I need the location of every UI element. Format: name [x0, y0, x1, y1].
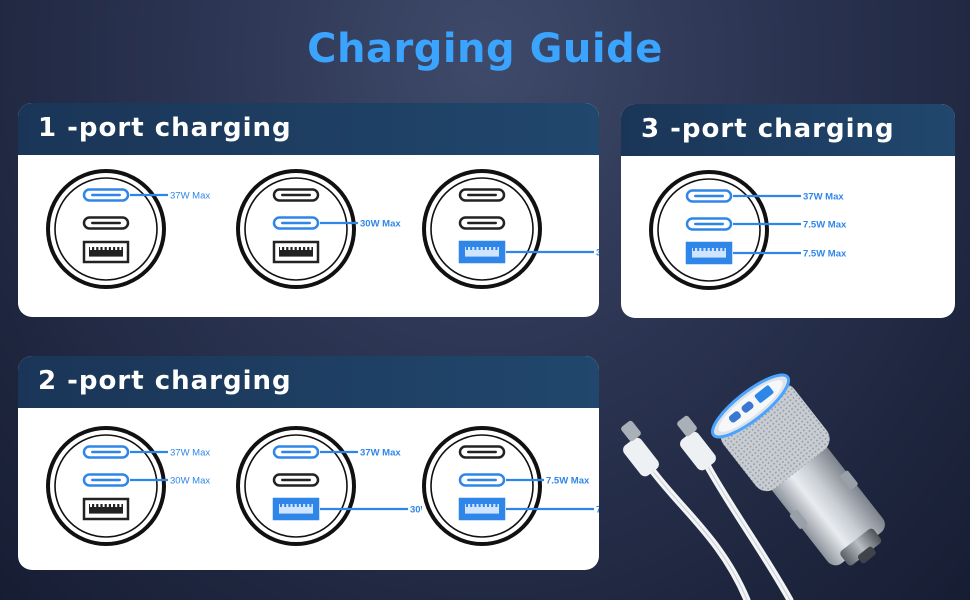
usb-c-port-1-icon	[272, 445, 320, 459]
usb-c-port-1-icon	[272, 188, 320, 202]
power-rating-label: 37W Max	[170, 191, 210, 202]
power-rating-label: 7.5W Max	[546, 476, 590, 487]
usb-a-port-icon	[685, 241, 733, 265]
power-rating-label: 7.5W Max	[803, 220, 847, 231]
usb-a-port-icon	[272, 497, 320, 521]
usb-c-port-2-icon	[272, 216, 320, 230]
power-rating-label: 7.5W Max	[803, 249, 847, 260]
power-rating-label: 30W Max	[170, 476, 210, 487]
power-rating-label: 7.5W Max	[596, 505, 599, 516]
usb-c-port-1-icon	[685, 189, 733, 203]
usb-c-cable-right	[703, 461, 794, 600]
usb-c-port-1-icon	[82, 188, 130, 202]
port-diagram-1port-a: 37W Max	[46, 169, 210, 289]
port-diagram-2port-b: 37W Max 30W Max	[236, 426, 422, 546]
usb-c-port-2-icon	[82, 473, 130, 487]
power-rating-label: 37W Max	[360, 448, 401, 459]
usb-c-plug-right	[677, 415, 716, 471]
panel-2-port-heading: 2 -port charging	[18, 356, 599, 408]
usb-a-port-icon	[458, 240, 506, 264]
usb-c-port-2-icon	[82, 216, 130, 230]
usb-c-port-2-icon	[685, 217, 733, 231]
car-charger-body	[711, 373, 885, 566]
usb-c-port-1-icon	[82, 445, 130, 459]
usb-c-port-2-icon	[272, 473, 320, 487]
power-rating-label: 30W Max	[596, 248, 599, 259]
port-diagram-2port-a: 37W Max 30W Max	[46, 426, 210, 546]
panel-1-port-heading: 1 -port charging	[18, 103, 599, 155]
power-rating-label: 30W Max	[360, 219, 401, 230]
power-rating-label: 30W Max	[410, 505, 422, 516]
usb-a-port-icon	[82, 240, 130, 264]
usb-a-port-icon	[272, 240, 320, 264]
usb-a-port-icon	[458, 497, 506, 521]
car-charger-product-image	[621, 373, 885, 600]
usb-c-plug-left	[621, 420, 659, 477]
port-diagram-2port-c: 7.5W Max 7.5W Max	[422, 426, 599, 546]
panel-3-port-heading: 3 -port charging	[621, 104, 955, 156]
port-diagram-3port: 37W Max 7.5W Max 7.5W Max	[649, 170, 847, 290]
port-diagram-1port-b: 30W Max	[236, 169, 401, 289]
page-title: Charging Guide	[307, 26, 663, 72]
usb-c-port-2-icon	[458, 216, 506, 230]
usb-a-port-icon	[82, 497, 130, 521]
port-diagram-1port-c: 30W Max	[422, 169, 599, 289]
panel-1-port: 1 -port charging 37W Max 30W Max 30W Max	[18, 103, 599, 317]
usb-c-port-2-icon	[458, 473, 506, 487]
power-rating-label: 37W Max	[170, 448, 210, 459]
usb-c-port-1-icon	[458, 445, 506, 459]
usb-c-cable-left	[648, 466, 751, 600]
panel-3-port: 3 -port charging 37W Max 7.5W Max 7.5W Max	[621, 104, 955, 318]
usb-c-port-1-icon	[458, 188, 506, 202]
power-rating-label: 37W Max	[803, 192, 844, 203]
